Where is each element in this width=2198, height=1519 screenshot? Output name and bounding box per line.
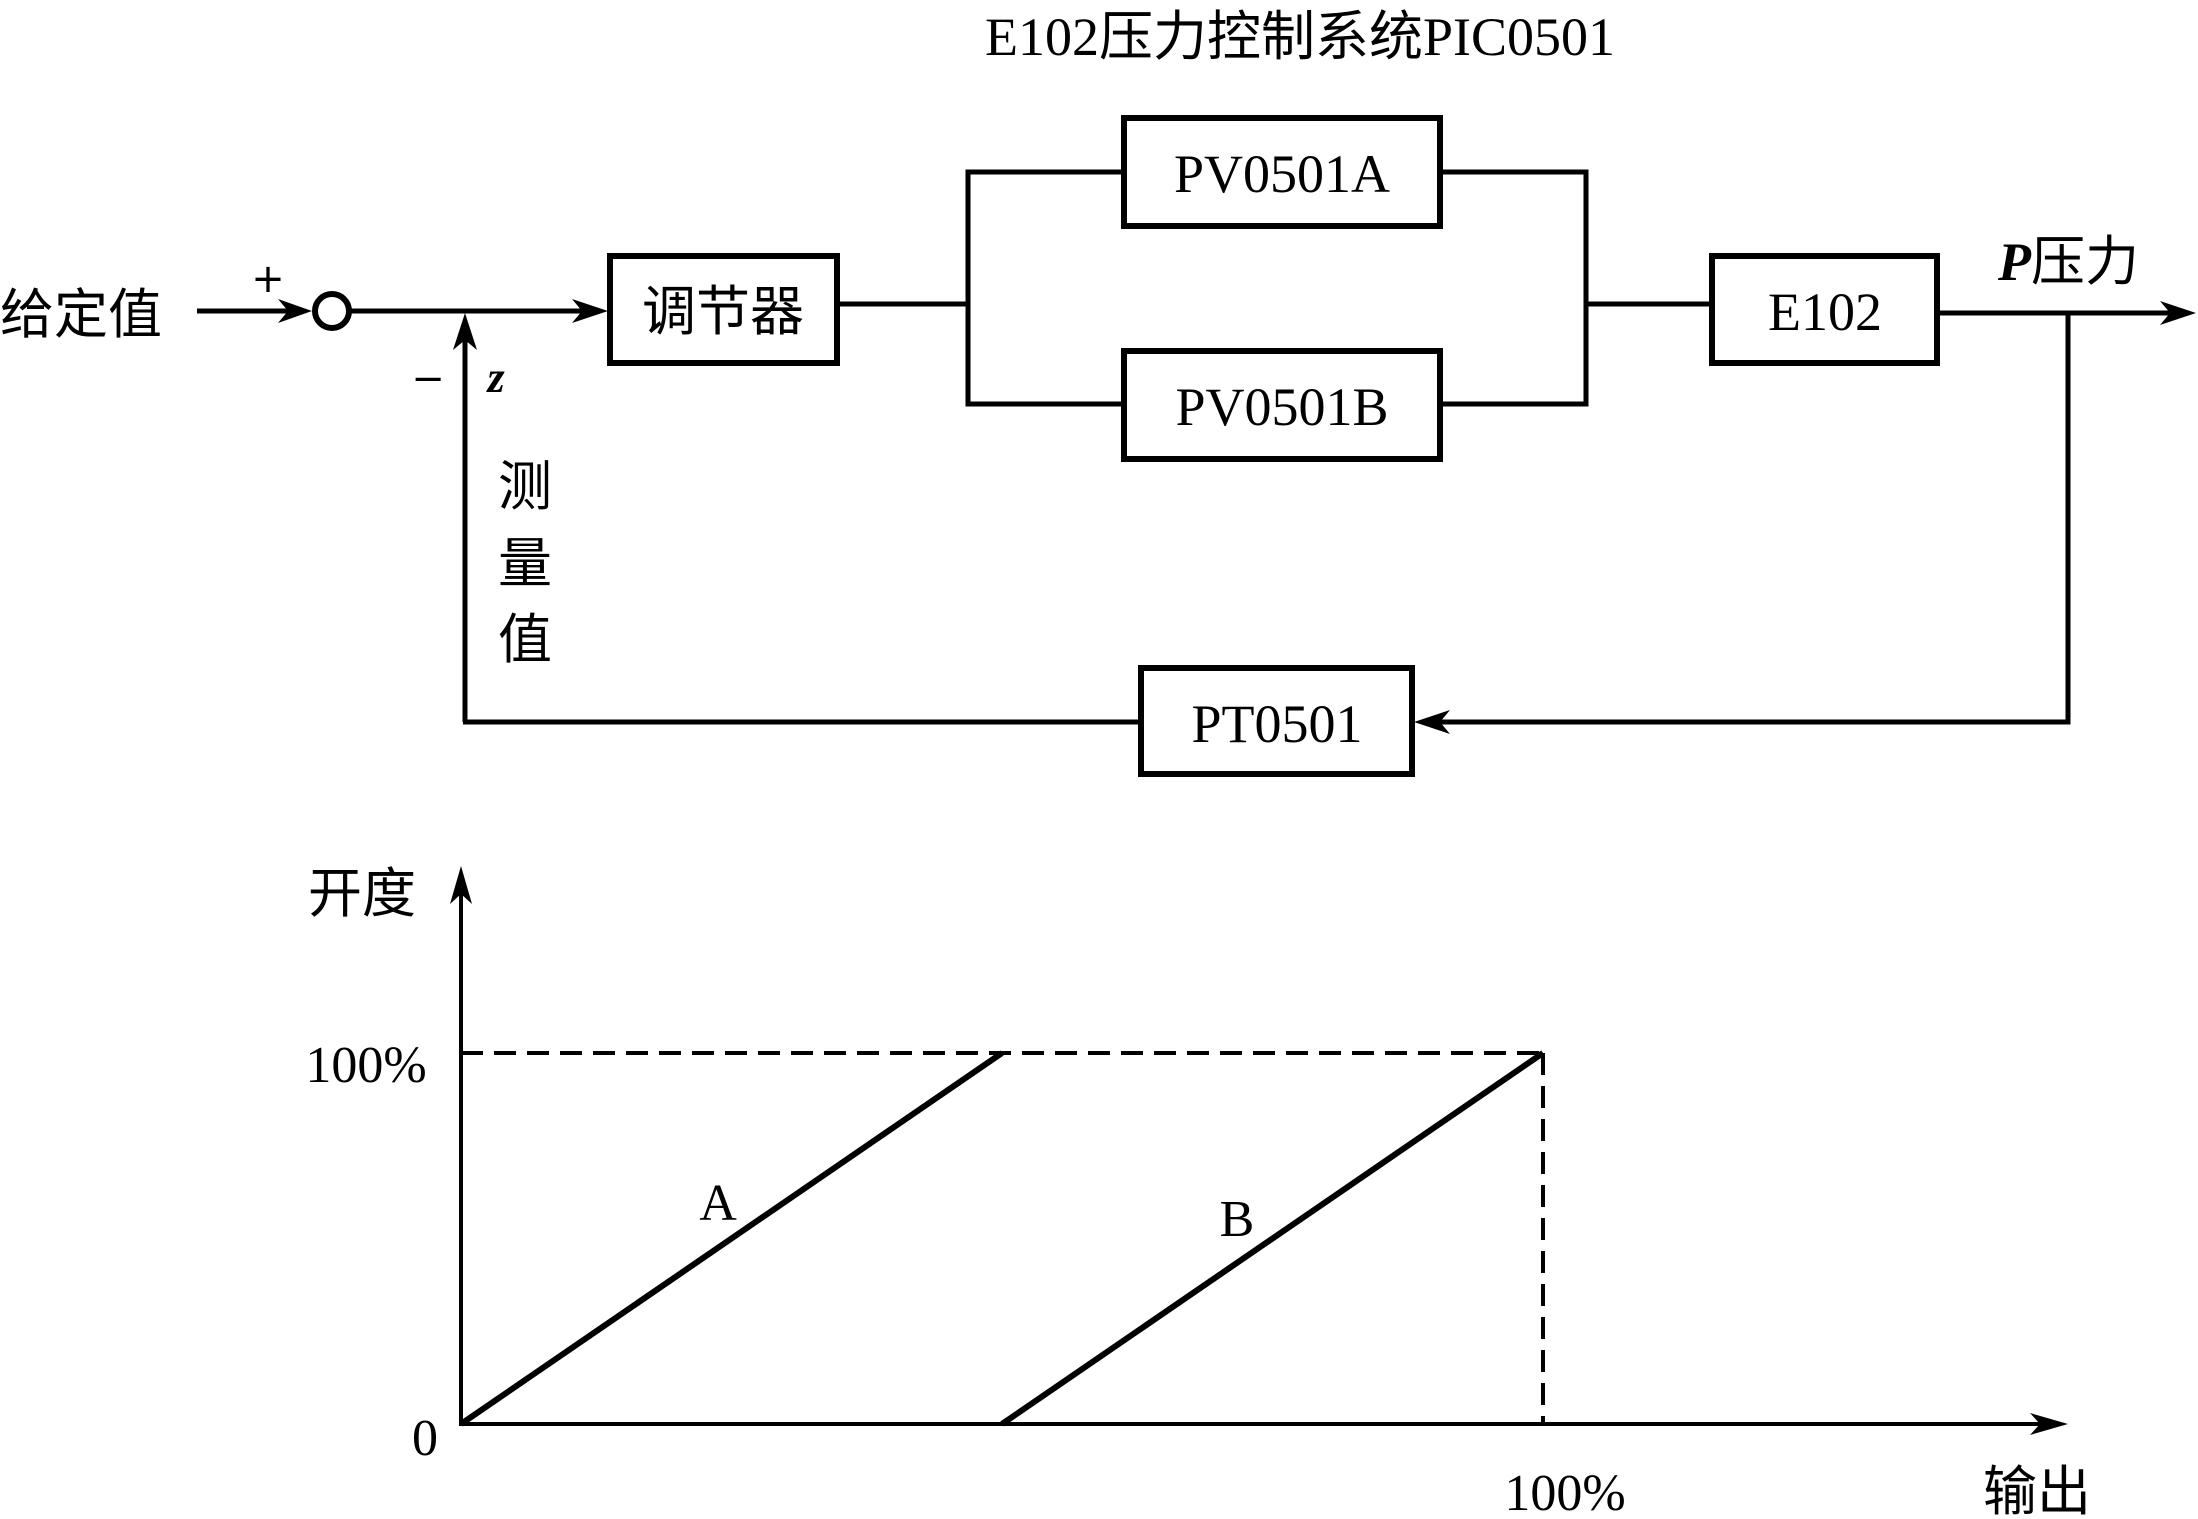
transmitter-label: PT0501 — [1191, 694, 1362, 754]
y-tick-label-0: 0 — [412, 1410, 438, 1467]
transmitter-block: PT0501 — [1138, 665, 1415, 777]
controller-arrowhead — [572, 299, 608, 323]
merge-branch-wire — [1440, 169, 1589, 407]
valve-a-label: PV0501A — [1174, 144, 1390, 204]
series-label-b: B — [1220, 1191, 1255, 1248]
block-diagram: E102压力控制系统PIC0501 给定值 + − z 测 量 值 调节器 PV… — [0, 7, 2196, 777]
measured-value-char-3: 值 — [498, 608, 552, 671]
measured-value-char-1: 测 — [498, 455, 552, 518]
transmitter-arrowhead — [1414, 710, 1450, 734]
x-axis-title: 输出 — [1983, 1460, 2091, 1519]
y-axis-arrowhead — [450, 866, 472, 904]
valve-b-label: PV0501B — [1175, 377, 1388, 437]
output-arrowhead — [2160, 301, 2196, 325]
series-line-b — [1000, 1050, 1545, 1427]
process-label: E102 — [1768, 282, 1882, 342]
feedback-signal-label: z — [485, 353, 504, 402]
split-branch-wire — [965, 169, 1124, 407]
valve-a-block: PV0501A — [1121, 115, 1443, 229]
minus-sign: − — [411, 356, 445, 402]
feedback-takeoff-wire — [1432, 313, 2071, 725]
y-axis-title: 开度 — [308, 862, 416, 925]
series-line-a — [459, 1050, 1004, 1427]
x-axis-arrowhead — [2030, 1413, 2068, 1435]
y-tick-label-100: 100% — [305, 1037, 426, 1094]
feedback-arrowhead — [453, 313, 477, 350]
output-label: P压力 — [1997, 230, 2139, 293]
split-range-chart: A B 开度 0 100% 100% 输出 — [305, 862, 2091, 1519]
series-label-a: A — [699, 1175, 737, 1232]
controller-label: 调节器 — [642, 280, 804, 343]
plus-sign: + — [251, 256, 285, 302]
summing-junction — [312, 291, 352, 331]
diagram-title: E102压力控制系统PIC0501 — [985, 7, 1615, 67]
output-label-symbol: P — [1997, 232, 2032, 292]
output-label-text: 压力 — [2031, 230, 2139, 293]
valve-b-block: PV0501B — [1121, 348, 1443, 462]
setpoint-label: 给定值 — [0, 283, 162, 346]
measured-value-char-2: 量 — [498, 532, 552, 595]
process-block: E102 — [1709, 253, 1940, 366]
controller-block: 调节器 — [607, 253, 840, 366]
setpoint-arrowhead — [278, 299, 312, 323]
x-tick-label-100: 100% — [1504, 1465, 1625, 1519]
